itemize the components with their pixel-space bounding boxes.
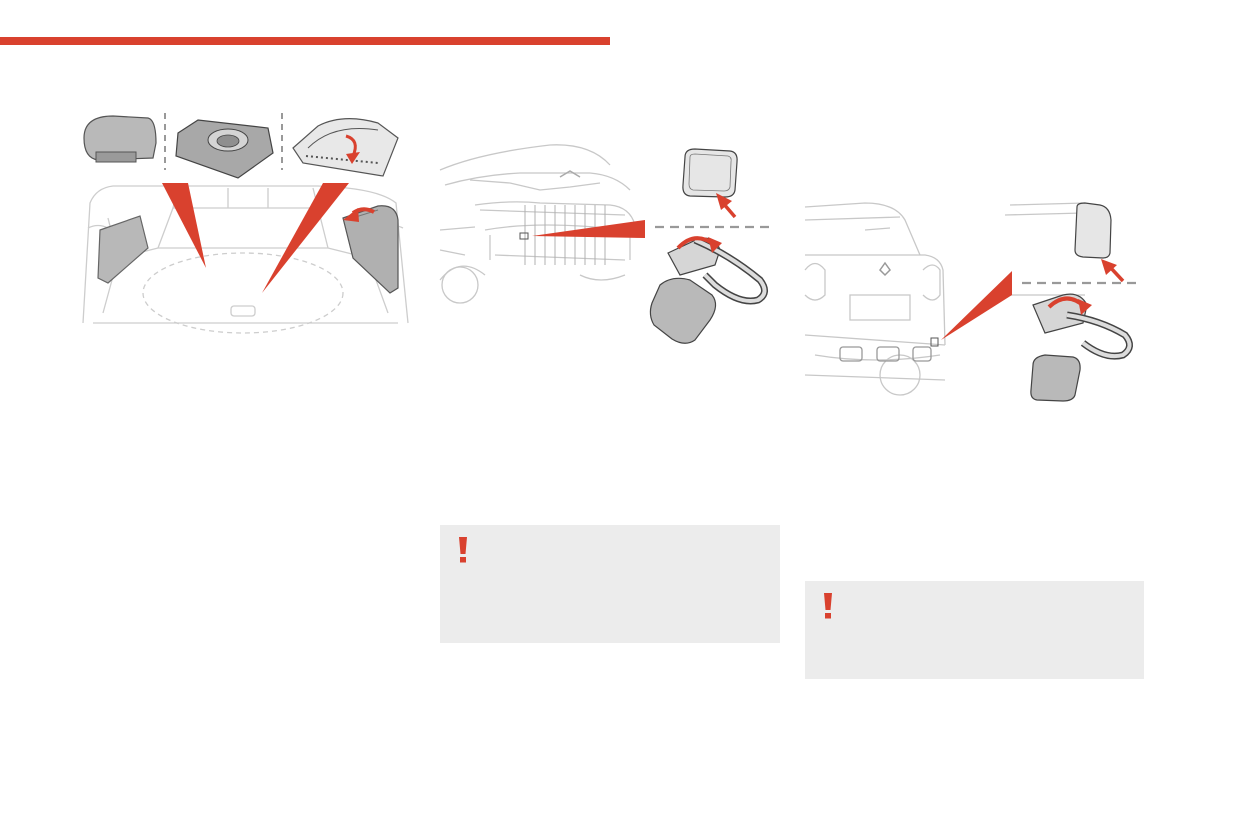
- front-towing-eye-illustration: [439, 144, 772, 344]
- header-accent-bar: [0, 37, 610, 45]
- rear-towing-eye-illustration: [804, 202, 1137, 402]
- warning-box-front: [440, 525, 780, 643]
- exclamation-icon: [824, 593, 832, 619]
- warning-box-rear: [805, 581, 1144, 679]
- boot-tool-storage-illustration: [82, 113, 409, 334]
- exclamation-icon: [459, 537, 467, 563]
